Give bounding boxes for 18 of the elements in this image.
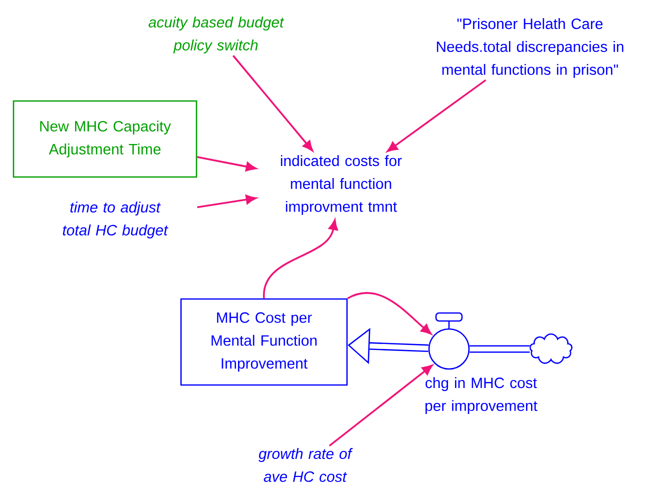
variable-label: acuity based budget policy switch — [148, 16, 284, 54]
flow-pipe — [470, 345, 530, 353]
variable-label: indicated costs for mental function improvment tmnt — [280, 155, 402, 215]
arrow — [196, 156, 256, 172]
valve-icon — [428, 312, 470, 370]
arrow — [263, 219, 338, 298]
variable-label: growth rate of ave HC cost — [258, 448, 353, 482]
stock-box: MHC Cost per Mental Function Improvement — [180, 298, 348, 386]
variable-label: chg in MHC cost per improvement — [426, 377, 538, 414]
arrow — [347, 292, 432, 334]
arrow — [387, 79, 486, 152]
variable-label: "Prisoner Helath Care Needs.total discrepancies in mental functions in prison" — [436, 18, 624, 78]
arrow — [328, 364, 433, 447]
variable-label: time to adjust total HC budget — [62, 202, 168, 238]
arrow — [232, 55, 314, 152]
arrow — [197, 194, 256, 208]
cloud-icon — [530, 333, 572, 364]
constant-box: New MHC Capacity Adjustment Time — [12, 100, 198, 178]
